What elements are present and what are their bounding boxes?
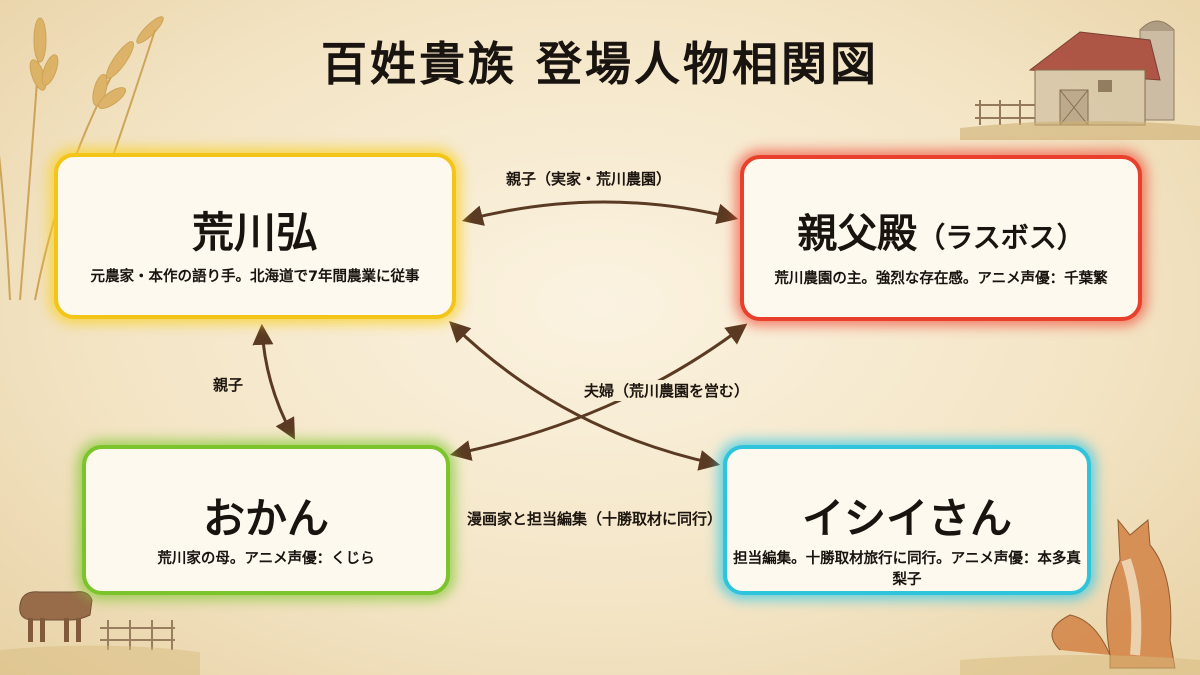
- edge-label-okan-ishii: 漫画家と担当編集（十勝取材に同行）: [467, 510, 723, 528]
- node-name: イシイさん: [801, 494, 1012, 543]
- node-ishii: イシイさん 担当編集。十勝取材旅行に同行。アニメ声優：本多真梨子: [723, 445, 1091, 595]
- node-name: 親父殿（ラスボス）: [797, 211, 1085, 257]
- node-name: 荒川弘: [191, 208, 318, 257]
- arrow-oyaji-okan: [449, 323, 748, 461]
- edge-label-hiromu-okan: 親子: [213, 376, 244, 394]
- node-description: 荒川家の母。アニメ声優：くじら: [157, 551, 375, 567]
- node-hiromu: 荒川弘 元農家・本作の語り手。北海道で7年間農業に従事: [54, 153, 456, 319]
- edge-label-hiromu-oyaji: 親子（実家・荒川農園）: [506, 170, 672, 188]
- node-description: 元農家・本作の語り手。北海道で7年間農業に従事: [90, 269, 420, 285]
- arrow-hiromu-okan: [252, 323, 296, 440]
- node-name: おかん: [202, 494, 329, 543]
- node-okan: おかん 荒川家の母。アニメ声優：くじら: [82, 445, 450, 595]
- edge-label-oyaji-okan: 夫婦（荒川農園を営む）: [584, 380, 750, 401]
- arrow-hiromu-oyaji: [461, 200, 739, 226]
- wheat-illustration: [0, 16, 164, 301]
- node-description: 荒川農園の主。強烈な存在感。アニメ声優：千葉繁: [774, 271, 1108, 287]
- barn-illustration: [960, 20, 1200, 140]
- cow-illustration: [0, 591, 200, 675]
- node-description: 担当編集。十勝取材旅行に同行。アニメ声優：本多真梨子: [733, 551, 1081, 588]
- node-oyaji: 親父殿（ラスボス） 荒川農園の主。強烈な存在感。アニメ声優：千葉繁: [740, 155, 1142, 321]
- fox-illustration: [960, 518, 1200, 675]
- page-title: 百姓貴族 登場人物相関図: [320, 37, 879, 91]
- node-name-sub: （ラスボス）: [917, 221, 1085, 254]
